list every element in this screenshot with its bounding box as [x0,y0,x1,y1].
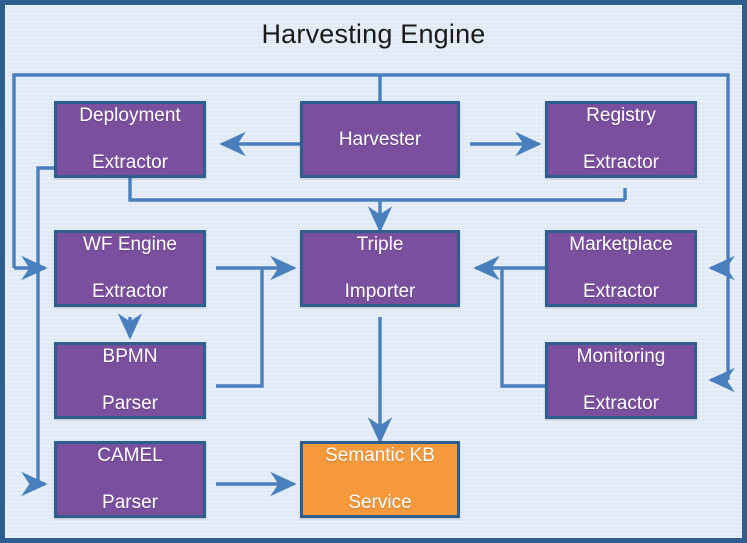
node-label-line2: Service [348,492,412,514]
node-label: Harvester [331,128,429,152]
edge-deployment-extractor-to-bus [128,188,625,202]
edge-bpmn-parser-to-triple-importer [216,268,264,388]
node-label: BPMN Parser [94,345,166,416]
node-label-line1: WF Engine [83,233,177,255]
node-harvester[interactable]: Harvester [300,101,460,178]
edge-monitoring-extractor-to-triple-importer [500,268,545,388]
node-semantic-kb-service[interactable]: Semantic KB Service [300,441,460,518]
node-label-line2: Extractor [582,281,660,303]
node-label-line2: Parser [102,492,158,514]
node-label: Semantic KB Service [317,444,443,515]
node-label-line1: BPMN [102,345,158,367]
node-label-line1: Triple [356,233,404,255]
node-label-line1: Harvester [338,128,422,150]
node-label-line2: Extractor [582,152,660,174]
node-label-line1: Registry [586,104,656,126]
node-label-line2: Parser [102,393,158,415]
node-label-line2: Extractor [582,393,660,415]
node-label: CAMEL Parser [89,444,170,515]
node-label-line2: Importer [344,281,416,303]
node-bpmn-parser[interactable]: BPMN Parser [54,342,206,419]
node-label-line1: CAMEL [97,444,163,466]
node-label-line1: Monitoring [576,345,666,367]
node-label-line1: Marketplace [569,233,673,255]
edge-deployment-extractor-to-camel-parser [21,166,132,497]
node-label-line2: Extractor [91,281,168,303]
node-label-line2: Extractor [91,152,168,174]
node-label-line1: Semantic KB [325,444,435,466]
edge-top-bus-left [12,73,380,268]
diagram-title: Harvesting Engine [261,19,486,49]
node-label-line1: Deployment [79,104,181,126]
node-camel-parser[interactable]: CAMEL Parser [54,441,206,518]
